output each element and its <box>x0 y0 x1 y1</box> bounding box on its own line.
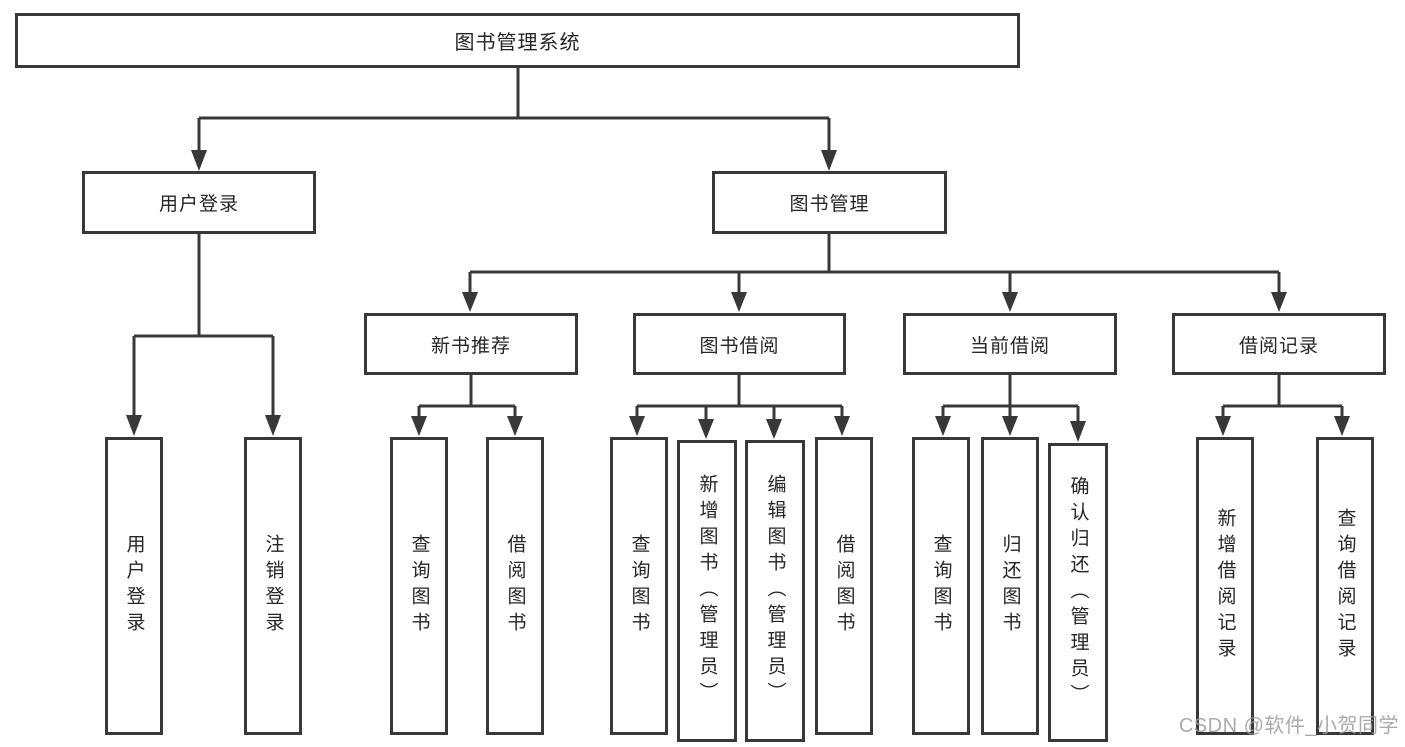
csdn-watermark: CSDN @软件_小贺同学 <box>1178 715 1399 737</box>
leaf-query-books-current: 查询图书 <box>912 437 970 735</box>
node-borrow-records: 借阅记录 <box>1172 313 1386 375</box>
node-book-management-label: 图书管理 <box>789 194 870 215</box>
leaf-query-borrow-record: 查询借阅记录 <box>1316 437 1374 735</box>
leaf-return-book: 归还图书 <box>981 437 1039 735</box>
connector-book-borrow <box>629 375 850 439</box>
leaf-logout-label: 注销登录 <box>262 534 284 638</box>
leaf-user-login-label: 用户登录 <box>123 534 145 638</box>
leaf-query-books-borrow-label: 查询图书 <box>628 534 650 638</box>
leaf-add-book-admin: 新增图书（管理员） <box>677 440 737 742</box>
leaf-edit-book-admin: 编辑图书（管理员） <box>745 440 805 742</box>
leaf-edit-book-admin-label: 编辑图书（管理员） <box>764 474 786 708</box>
leaf-query-books-recommend: 查询图书 <box>390 437 448 735</box>
leaf-return-book-label: 归还图书 <box>999 534 1021 638</box>
node-book-management: 图书管理 <box>712 171 947 234</box>
node-book-borrow: 图书借阅 <box>633 313 846 375</box>
node-book-borrow-label: 图书借阅 <box>699 335 780 357</box>
leaf-confirm-return-admin-label: 确认归还（管理员） <box>1067 475 1089 710</box>
node-user-login-label: 用户登录 <box>158 194 239 215</box>
leaf-confirm-return-admin: 确认归还（管理员） <box>1048 443 1108 742</box>
leaf-add-borrow-record: 新增借阅记录 <box>1196 437 1254 735</box>
connector-current-borrow <box>935 375 1086 442</box>
leaf-borrow-books-recommend: 借阅图书 <box>486 437 544 735</box>
node-library-management-system-label: 图书管理系统 <box>454 32 581 54</box>
connector-root <box>191 68 837 171</box>
node-borrow-records-label: 借阅记录 <box>1238 335 1319 357</box>
connector-new-book-recommend <box>411 375 523 436</box>
node-current-borrow: 当前借阅 <box>903 313 1117 375</box>
node-new-book-recommend-label: 新书推荐 <box>430 335 511 357</box>
leaf-add-book-admin-label: 新增图书（管理员） <box>696 474 718 708</box>
node-library-management-system: 图书管理系统 <box>15 13 1020 68</box>
node-current-borrow-label: 当前借阅 <box>969 335 1050 357</box>
leaf-borrow-books-borrow: 借阅图书 <box>815 437 873 735</box>
leaf-logout: 注销登录 <box>244 437 302 735</box>
leaf-query-books-current-label: 查询图书 <box>930 534 952 638</box>
connector-borrow-records <box>1215 375 1350 436</box>
node-user-login: 用户登录 <box>82 171 316 234</box>
leaf-user-login: 用户登录 <box>105 437 163 735</box>
connector-book-management <box>462 234 1287 312</box>
connector-user-login <box>126 234 281 436</box>
leaf-add-borrow-record-label: 新增借阅记录 <box>1214 508 1236 664</box>
node-new-book-recommend: 新书推荐 <box>364 313 578 375</box>
leaf-query-books-recommend-label: 查询图书 <box>408 534 430 638</box>
leaf-query-borrow-record-label: 查询借阅记录 <box>1334 508 1356 664</box>
leaf-borrow-books-borrow-label: 借阅图书 <box>833 534 855 638</box>
leaf-borrow-books-recommend-label: 借阅图书 <box>504 534 526 638</box>
leaf-query-books-borrow: 查询图书 <box>610 437 668 735</box>
